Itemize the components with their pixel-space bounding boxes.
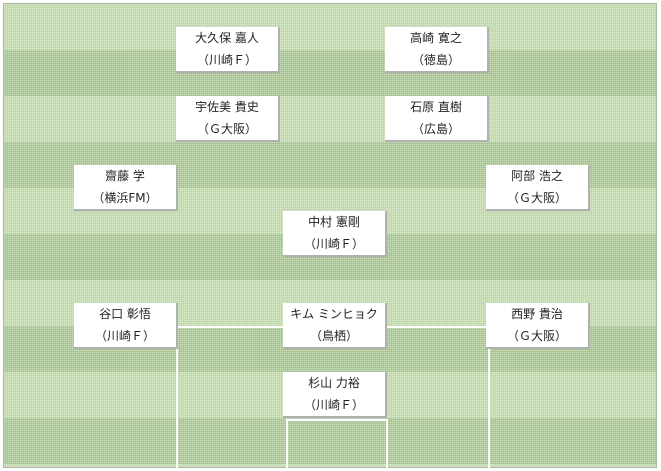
player-card: 谷口 彰悟 （川崎Ｆ） [74, 303, 178, 349]
player-club: （Ｇ大阪） [506, 329, 567, 343]
player-club: （川崎Ｆ） [196, 53, 257, 67]
player-card: 石原 直樹 （広島） [385, 96, 489, 142]
player-card: 中村 憲剛 （川崎Ｆ） [283, 211, 387, 257]
player-name: 齋藤 学 [105, 169, 145, 183]
player-name: 西野 貴治 [511, 307, 563, 321]
penalty-area-right-line [488, 326, 490, 469]
player-club: （横浜FM） [92, 191, 158, 205]
player-club: （Ｇ大阪） [506, 191, 567, 205]
player-name: 高崎 寛之 [410, 31, 462, 45]
player-card: 西野 貴治 （Ｇ大阪） [486, 303, 590, 349]
penalty-area-left-line [176, 326, 178, 469]
player-card: 阿部 浩之 （Ｇ大阪） [486, 165, 590, 211]
player-name: 大久保 嘉人 [195, 31, 259, 45]
player-club: （川崎Ｆ） [303, 237, 364, 251]
player-name: キム ミンヒョク [290, 307, 378, 321]
player-name: 石原 直樹 [410, 100, 462, 114]
player-name: 宇佐美 貴史 [195, 100, 259, 114]
goal-area-left-line [286, 419, 288, 469]
player-club: （川崎Ｆ） [94, 329, 155, 343]
player-card: 齋藤 学 （横浜FM） [74, 165, 178, 211]
player-club: （徳島） [411, 53, 460, 67]
player-name: 杉山 力裕 [308, 376, 360, 390]
player-card: キム ミンヒョク （鳥栖） [283, 303, 387, 349]
player-card: 大久保 嘉人 （川崎Ｆ） [176, 27, 280, 73]
player-card: 杉山 力裕 （川崎Ｆ） [283, 372, 387, 418]
player-name: 阿部 浩之 [511, 169, 563, 183]
player-card: 高崎 寛之 （徳島） [385, 27, 489, 73]
player-club: （川崎Ｆ） [303, 398, 364, 412]
player-name: 中村 憲剛 [308, 215, 360, 229]
player-club: （Ｇ大阪） [196, 122, 257, 136]
goal-area-top-line [286, 419, 388, 421]
player-name: 谷口 彰悟 [99, 307, 151, 321]
player-club: （鳥栖） [309, 329, 358, 343]
player-club: （広島） [411, 122, 460, 136]
player-card: 宇佐美 貴史 （Ｇ大阪） [176, 96, 280, 142]
goal-area-right-line [386, 419, 388, 469]
